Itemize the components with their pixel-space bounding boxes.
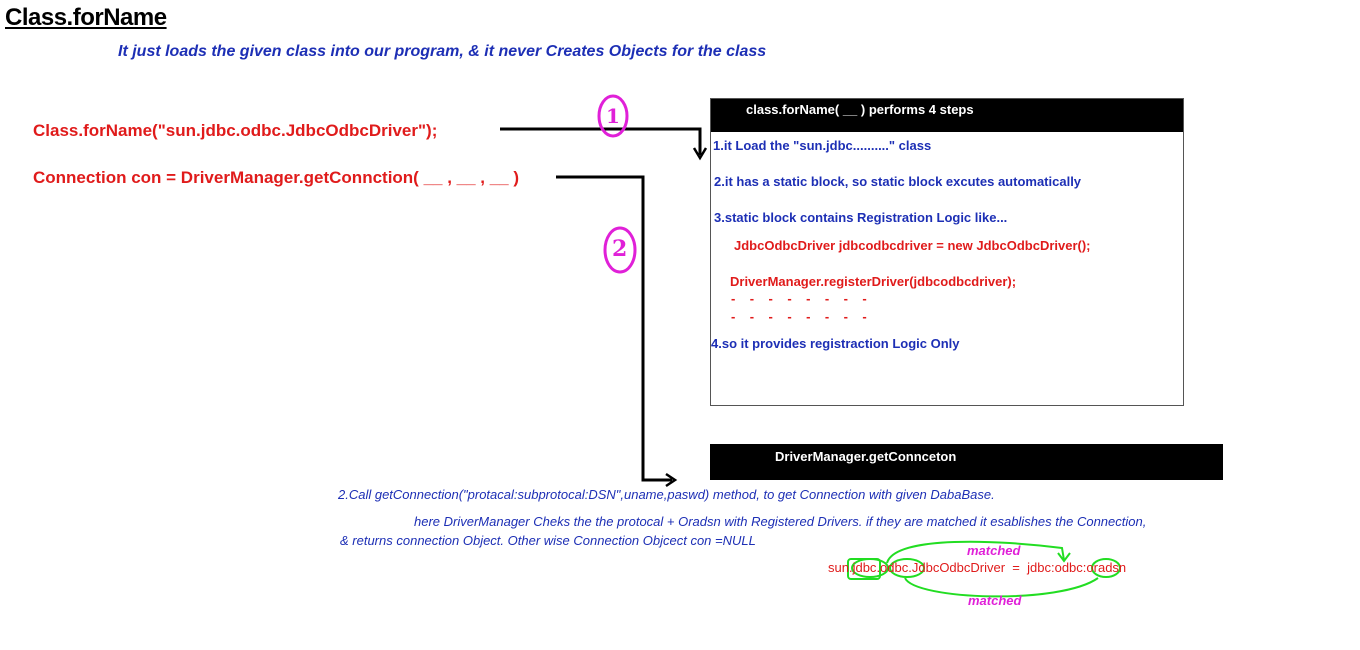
eq-sun: sun [828, 560, 849, 575]
match-curve-bottom [904, 577, 1099, 598]
marker-1-circle [597, 94, 629, 138]
arrow-2-head [665, 472, 678, 488]
dashes-row-2: - - - - - - - - [731, 309, 867, 324]
match-curve-top [886, 540, 1065, 564]
arrow-1 [500, 127, 702, 155]
note-here: here DriverManager Cheks the the protoca… [414, 514, 1147, 529]
step-3: 3.static block contains Registration Log… [714, 210, 1008, 225]
code-line-get-connection: Connection con = DriverManager.getConnct… [33, 168, 520, 187]
match-curve-top-head [1057, 552, 1071, 563]
get-connection-title: DriverManager.getConnceton [710, 444, 1223, 480]
marker-2-circle [603, 226, 637, 274]
jdbc-left-highlight [851, 558, 889, 578]
equation-line: sun.jdbc.odbc.JdbcOdbcDriver = jdbc:odbc… [828, 560, 1126, 575]
step-1: 1.it Load the "sun.jdbc.........." class [713, 138, 932, 153]
code-line-class-forname: Class.forName("sun.jdbc.odbc.JdbcOdbcDri… [33, 121, 438, 140]
eq-equals: = [1012, 560, 1020, 575]
matched-label-top: matched [967, 543, 1021, 558]
note-call: 2.Call getConnection("protacal:subprotoc… [338, 487, 995, 502]
page-title: Class.forName [5, 4, 167, 31]
code-new-driver: JdbcOdbcDriver jdbcodbcdriver = new Jdbc… [734, 238, 1091, 253]
step-2: 2.it has a static block, so static block… [714, 174, 1082, 189]
note-returns: & returns connection Object. Other wise … [340, 533, 756, 548]
eq-odbc-left: .odbc [876, 560, 909, 575]
code-register-driver: DriverManager.registerDriver(jdbcodbcdri… [730, 274, 1017, 289]
marker-1-label: 1 [606, 104, 620, 128]
get-connection-box: DriverManager.getConnceton [710, 444, 1223, 480]
dashes-row-1: - - - - - - - - [731, 291, 867, 306]
page-subtitle: It just loads the given class into our p… [118, 43, 767, 60]
odbc-right-highlight [1091, 558, 1121, 578]
eq-driver: .JdbcOdbcDriver [908, 560, 1006, 575]
matched-label-bottom: matched [968, 593, 1022, 608]
marker-2-label: 2 [612, 236, 628, 262]
forname-steps-title: class.forName( __ ) performs 4 steps [711, 99, 1183, 132]
eq-oradsn: :oradsn [1082, 560, 1127, 575]
arrow-2 [556, 175, 672, 482]
eq-jdbc-left: .jdbc [848, 560, 877, 575]
odbc-left-highlight [889, 558, 925, 578]
eq-jdbc-right: jdbc [1027, 560, 1051, 575]
step-4: 4.so it provides registraction Logic Onl… [711, 336, 960, 351]
forname-steps-box: class.forName( __ ) performs 4 steps [710, 98, 1184, 406]
arrow-1-head [692, 147, 708, 161]
eq-odbc-right: :odbc [1050, 560, 1083, 575]
